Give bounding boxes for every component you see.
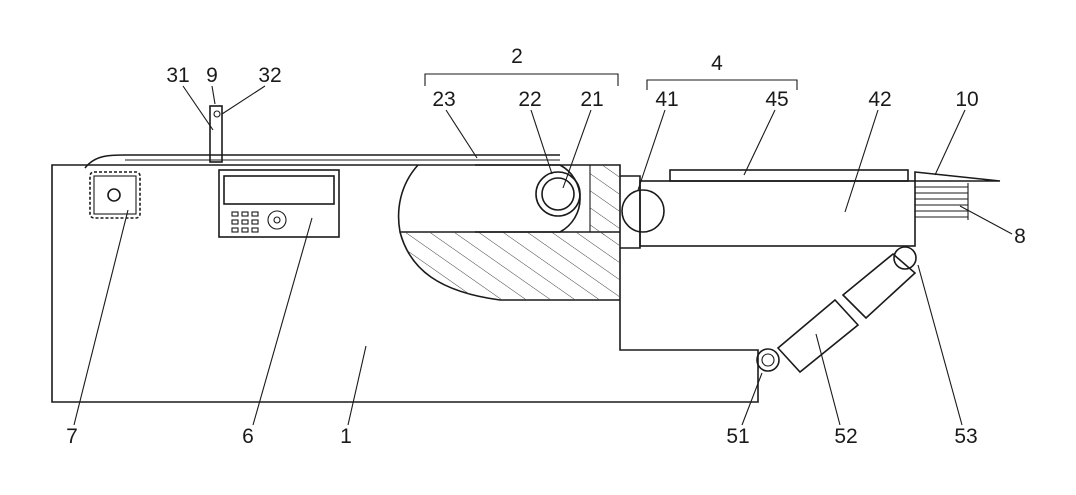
label-41: 41 [655, 88, 678, 111]
top-strip [84, 154, 560, 169]
sensor-post [203, 105, 230, 163]
label-1: 1 [340, 425, 352, 448]
label-42: 42 [868, 88, 891, 111]
roller-arm [475, 164, 581, 233]
support-actuator [756, 246, 917, 374]
drive-housing [397, 164, 620, 301]
label-22: 22 [518, 88, 541, 111]
extension-platform [639, 169, 1001, 247]
label-4: 4 [711, 52, 723, 75]
label-51: 51 [726, 425, 749, 448]
label-7: 7 [66, 425, 78, 448]
label-45: 45 [765, 88, 788, 111]
hinge-roller [620, 175, 665, 249]
label-32: 32 [258, 64, 281, 87]
gear-wheel [89, 171, 141, 219]
label-52: 52 [834, 425, 857, 448]
main-body [51, 164, 759, 403]
part-labels: 2 4 31 9 32 23 22 21 41 45 42 10 8 7 6 1… [66, 45, 1026, 448]
label-2: 2 [511, 45, 523, 68]
leader-lines [73, 73, 1013, 426]
label-8: 8 [1014, 225, 1026, 248]
label-31: 31 [166, 64, 189, 87]
label-21: 21 [580, 88, 603, 111]
feed-rollers [915, 183, 969, 220]
control-panel [218, 169, 340, 238]
label-6: 6 [242, 425, 254, 448]
label-9: 9 [206, 64, 218, 87]
label-53: 53 [954, 425, 977, 448]
label-23: 23 [432, 88, 455, 111]
keypad [231, 210, 287, 233]
label-10: 10 [955, 88, 978, 111]
